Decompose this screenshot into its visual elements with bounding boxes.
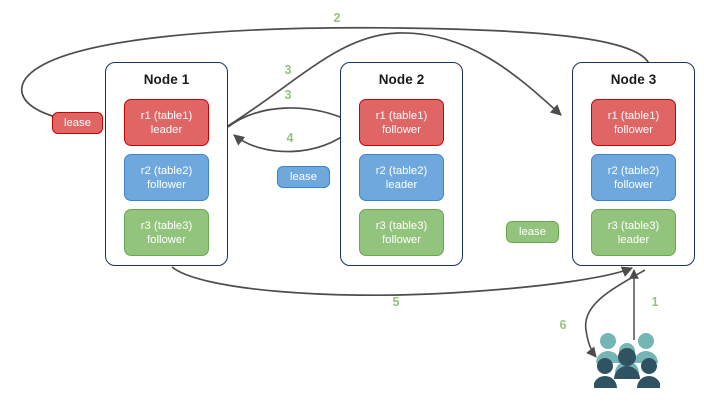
step-label-2: 2 [333, 11, 341, 25]
arrow-step-3-to-node2 [227, 107, 353, 128]
replica-r2: r2 (table2) follower [124, 154, 209, 201]
replica-r2: r2 (table2) follower [591, 154, 676, 201]
node-box-node-3: Node 3 r1 (table1) follower r2 (table2) … [572, 62, 695, 266]
replica-name: r2 (table2) [140, 164, 193, 177]
replica-r3: r3 (table3) follower [359, 209, 444, 256]
step-label-3b: 3 [284, 88, 292, 102]
replica-name: r2 (table2) [375, 164, 428, 177]
replica-name: r1 (table1) [375, 109, 428, 122]
node-box-node-1: Node 1 r1 (table1) leader r2 (table2) fo… [105, 62, 228, 266]
lease-label: lease [63, 117, 91, 129]
replica-name: r1 (table1) [607, 109, 660, 122]
step-label-4: 4 [286, 131, 294, 145]
node-title: Node 1 [143, 72, 190, 87]
replica-r3: r3 (table3) leader [591, 209, 676, 256]
replica-r1: r1 (table1) follower [359, 99, 444, 146]
replica-r1: r1 (table1) follower [591, 99, 676, 146]
node-title: Node 3 [610, 72, 657, 87]
replica-name: r3 (table3) [375, 219, 428, 232]
replica-role: follower [147, 178, 186, 191]
replica-role: leader [617, 233, 650, 246]
replica-role: follower [382, 123, 421, 136]
replica-r1: r1 (table1) leader [124, 99, 209, 146]
lease-box-blue: lease [277, 166, 330, 188]
lease-box-red: lease [52, 112, 103, 134]
replica-role: follower [382, 233, 421, 246]
lease-label: lease [518, 226, 546, 238]
lease-box-green: lease [506, 221, 559, 243]
replica-name: r3 (table3) [607, 219, 660, 232]
replica-role: follower [614, 178, 653, 191]
step-label-6: 6 [559, 318, 567, 332]
replica-role: leader [150, 123, 183, 136]
replica-role: follower [614, 123, 653, 136]
people-group-icon [593, 332, 661, 399]
step-label-1: 1 [651, 295, 659, 309]
arrow-step-5 [171, 266, 634, 297]
replica-role: leader [385, 178, 418, 191]
node-title: Node 2 [378, 72, 425, 87]
node-box-node-2: Node 2 r1 (table1) follower r2 (table2) … [340, 62, 463, 266]
step-label-3a: 3 [284, 63, 292, 77]
replica-name: r2 (table2) [607, 164, 660, 177]
lease-label: lease [289, 171, 317, 183]
replica-r3: r3 (table3) follower [124, 209, 209, 256]
replica-role: follower [147, 233, 186, 246]
replica-name: r1 (table1) [140, 109, 193, 122]
step-label-5: 5 [392, 295, 400, 309]
replica-r2: r2 (table2) leader [359, 154, 444, 201]
replica-name: r3 (table3) [140, 219, 193, 232]
